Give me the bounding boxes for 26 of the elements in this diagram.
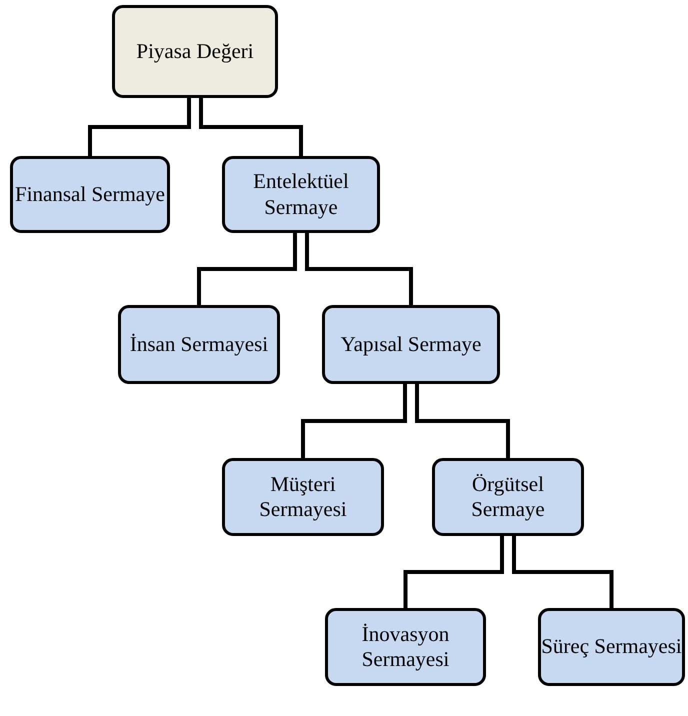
box-label: Entelektüel Sermaye [252, 169, 350, 220]
box-label: Süreç Sermayesi [541, 634, 682, 660]
connector-line [512, 536, 614, 608]
process-box [322, 305, 500, 384]
process-box [222, 156, 380, 233]
process-box [432, 458, 584, 536]
box-label: Piyasa Değeri [136, 38, 254, 64]
connector-line [404, 536, 504, 608]
connector-line [305, 233, 413, 305]
connector-line [197, 233, 297, 305]
process-box [118, 305, 280, 384]
connector-line [301, 384, 407, 458]
box-label: Finansal Sermaye [15, 182, 165, 208]
process-box [10, 156, 170, 233]
box-label: İnsan Sermayesi [130, 332, 268, 358]
connector-line [199, 98, 303, 156]
process-box [222, 458, 384, 536]
box-label: Müşteri Sermayesi [258, 472, 348, 522]
connector-line [415, 384, 510, 458]
box-label: Örgütsel Sermaye [470, 472, 546, 522]
connector-line [88, 98, 191, 156]
process-box [325, 608, 486, 686]
box-label: Yapısal Sermaye [340, 332, 482, 358]
root-box [112, 5, 278, 98]
box-label: İnovasyon Sermayesi [360, 622, 450, 672]
process-box [538, 608, 685, 686]
